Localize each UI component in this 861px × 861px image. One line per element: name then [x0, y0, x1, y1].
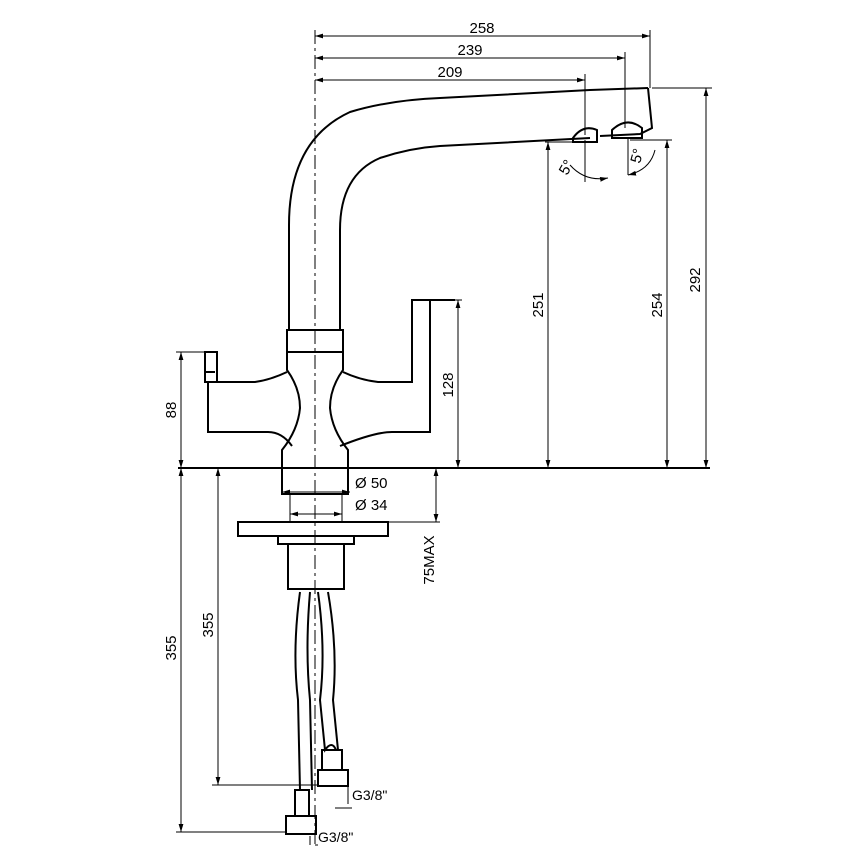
- dim-label-dia34: Ø 34: [355, 497, 388, 514]
- angle-label-left: 5°: [556, 157, 578, 178]
- base-diameter-dimensions: Ø 50 Ø 34: [282, 475, 388, 522]
- deck-thickness-dimension: 75MAX: [388, 468, 440, 585]
- hose-left: [294, 591, 313, 791]
- hose-left-ferrule: [294, 789, 310, 817]
- hose-right-nut: [317, 769, 349, 787]
- dim-label-292: 292: [687, 267, 704, 292]
- dim-label-209: 209: [437, 64, 462, 81]
- spout-angle-marks: 5° 5°: [556, 138, 656, 182]
- supply-hoses: [285, 591, 349, 835]
- mounting-plate: [237, 521, 389, 537]
- mounting-nut: [277, 535, 355, 545]
- dim-label-355-inner: 355: [200, 612, 217, 637]
- thread-label-upper: G3/8": [352, 787, 387, 803]
- thread-callouts: G3/8" G3/8": [309, 786, 387, 846]
- hose-length-dimensions: 355 355: [163, 468, 318, 833]
- dim-label-128: 128: [440, 372, 457, 397]
- spout-tip: [599, 87, 654, 137]
- dim-label-dia50: Ø 50: [355, 475, 388, 492]
- hose-right: [317, 591, 339, 753]
- right-handle-body: [339, 299, 431, 447]
- aerator-left: [572, 127, 598, 143]
- aerator-right: [611, 121, 643, 139]
- hose-left-nut: [285, 815, 317, 835]
- dim-label-355-outer: 355: [163, 635, 180, 660]
- spout-outer: [288, 87, 649, 330]
- height-dimensions: 292 254 251 128: [430, 87, 712, 468]
- hose-right-ferrule: [321, 749, 343, 771]
- dim-label-75max: 75MAX: [421, 535, 438, 584]
- dim-label-88: 88: [163, 402, 180, 419]
- dim-label-258: 258: [469, 20, 494, 37]
- left-handle-cap: [204, 351, 218, 383]
- dim-label-251: 251: [530, 292, 547, 317]
- mounting-assembly: [178, 467, 710, 590]
- angle-label-right: 5°: [627, 147, 647, 165]
- threaded-shank: [287, 543, 345, 590]
- width-dimensions: 258 239 209: [315, 20, 651, 135]
- thread-label-lower: G3/8": [318, 829, 353, 845]
- angle-arc-right: [627, 149, 656, 176]
- angle-arc-left: [569, 164, 609, 182]
- dim-label-254: 254: [649, 292, 666, 317]
- handle-height-dimension: 88: [163, 351, 205, 468]
- left-handle-body: [207, 371, 293, 447]
- dim-label-239: 239: [457, 42, 482, 59]
- spout-inner: [339, 137, 591, 330]
- left-handle-knob: [204, 352, 215, 373]
